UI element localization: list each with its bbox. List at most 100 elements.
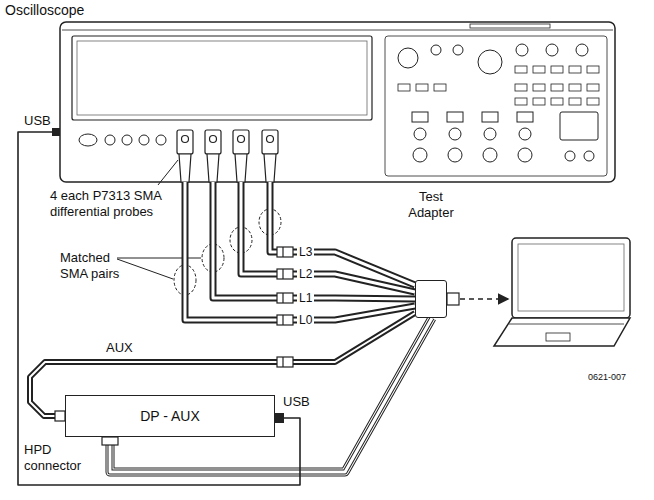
- cable-connector: [241, 182, 415, 292]
- button: [416, 84, 428, 91]
- callout-label: 4 each P7313 SMA differential probes: [50, 188, 168, 219]
- button: [569, 66, 581, 73]
- control-panel: [385, 36, 607, 176]
- sma-connector: [277, 315, 293, 325]
- front-button: [105, 135, 115, 145]
- sma-nut: [282, 293, 283, 303]
- button: [533, 98, 545, 105]
- button: [551, 66, 563, 73]
- button: [434, 84, 446, 91]
- channel-knob: [448, 148, 462, 162]
- knob: [431, 45, 441, 55]
- matched-pair-marks: [174, 209, 281, 295]
- channel-knob: [484, 128, 496, 140]
- sma-nut: [282, 315, 283, 325]
- sma-connector: [277, 357, 293, 367]
- oscilloscope-drawing: [60, 22, 615, 182]
- scope-screen-inner: [77, 41, 367, 115]
- laptop-link: [460, 298, 508, 300]
- button: [569, 98, 581, 105]
- knob: [516, 44, 528, 56]
- channel-knob: [449, 128, 461, 140]
- probe-head: [233, 130, 249, 154]
- channel-knob: [414, 128, 426, 140]
- channel-button: [447, 112, 463, 122]
- sma-connector: [277, 247, 293, 257]
- cable-stroke: [241, 182, 415, 292]
- channel-button: [412, 112, 428, 122]
- side-knob: [565, 151, 575, 161]
- channel-button: [517, 112, 533, 122]
- button: [551, 98, 563, 105]
- button: [533, 84, 545, 91]
- channel-button: [482, 112, 498, 122]
- cable-label: L3: [297, 245, 314, 259]
- cable-stroke: [185, 182, 415, 320]
- callout-label: 0621-007: [588, 372, 626, 383]
- sma-connector: [277, 293, 293, 303]
- leader-line: [158, 160, 178, 185]
- cable-label: L0: [297, 313, 314, 327]
- knob: [398, 48, 418, 68]
- cable-connector: [270, 182, 415, 285]
- cable-connector: [18, 132, 300, 485]
- button-grid: [398, 66, 599, 105]
- button: [515, 66, 527, 73]
- side-knob: [584, 151, 594, 161]
- button: [515, 98, 527, 105]
- cable-connector: [185, 182, 415, 320]
- sma-connectors: [277, 247, 293, 367]
- probe-neck: [179, 154, 191, 182]
- scope-top-display: [470, 24, 550, 28]
- cable-connector: [213, 182, 415, 299]
- leader-line: [117, 259, 173, 279]
- aux-socket: [55, 411, 65, 421]
- usb-plug: [52, 128, 60, 136]
- scope-body: [60, 22, 615, 182]
- knob: [453, 45, 463, 55]
- probe-head: [177, 130, 193, 154]
- sma-nut: [282, 357, 283, 367]
- channel-controls: [412, 112, 598, 162]
- probe-neck: [264, 154, 276, 182]
- node-label: Oscilloscope: [5, 2, 84, 19]
- sma-connector: [277, 269, 293, 279]
- cable-label: L2: [297, 267, 314, 281]
- usb-plug: [275, 413, 284, 423]
- probe-socket: [210, 136, 217, 143]
- cable-stroke: [185, 182, 415, 320]
- button: [587, 84, 599, 91]
- probe-head: [205, 130, 221, 154]
- laptop-touchpad: [546, 333, 570, 341]
- probe-neck: [207, 154, 219, 182]
- knob: [546, 44, 558, 56]
- front-button: [139, 135, 149, 145]
- laptop-screen: [518, 244, 624, 311]
- callout-label: USB: [24, 113, 51, 129]
- callout-label: HPD connector: [24, 442, 94, 473]
- cable-stroke: [270, 182, 415, 285]
- hpd-plug: [102, 437, 118, 445]
- button: [587, 98, 599, 105]
- callout-label: Matched SMA pairs: [60, 250, 130, 281]
- channel-knob: [413, 148, 427, 162]
- front-button: [156, 135, 166, 145]
- cable-label: AUX: [104, 340, 135, 355]
- laptop-lid: [512, 238, 630, 318]
- button: [587, 66, 599, 73]
- button: [398, 84, 410, 91]
- probe-heads: [177, 130, 278, 182]
- side-panel: [560, 112, 598, 140]
- laptop-base: [494, 318, 630, 346]
- cable-label: L1: [297, 291, 314, 305]
- front-buttons: [79, 134, 166, 146]
- test-adapter-node: Test Adapter: [415, 280, 447, 318]
- front-button: [122, 135, 132, 145]
- knob: [576, 44, 588, 56]
- scope-screen: [72, 36, 372, 120]
- probe-head: [262, 130, 278, 154]
- probe-neck: [235, 154, 247, 182]
- laptop-drawing: [494, 238, 630, 346]
- laptop-keyboard: [509, 324, 624, 325]
